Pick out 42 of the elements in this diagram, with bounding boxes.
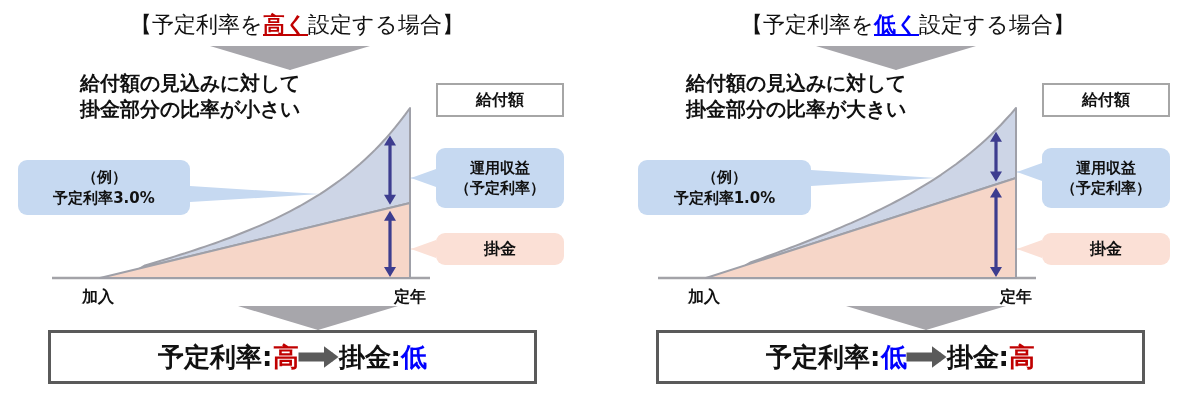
- result-box: [48, 330, 537, 384]
- result-text: 予定利率:高: [158, 342, 299, 372]
- label-box: 給付額: [1042, 83, 1170, 117]
- chevron-arrow: [816, 45, 976, 71]
- chart-description: 給付額の見込みに対して掛金部分の比率が大きい: [686, 70, 907, 122]
- block-arrow: [906, 346, 947, 368]
- area-chart: [50, 70, 432, 306]
- callout-bubble: [638, 160, 811, 215]
- callout-bubble: 掛金: [436, 233, 564, 265]
- section-heading: 【予定利率を高く設定する場合】: [130, 4, 464, 46]
- axis-label: 加入: [688, 287, 720, 306]
- label-box: 給付額: [436, 83, 564, 117]
- result-text: 予定利率:低: [766, 342, 907, 372]
- axis-label: 定年: [1000, 287, 1032, 306]
- callout-tail: [410, 169, 437, 187]
- area-chart: [656, 70, 1038, 306]
- callout-bubble: [1042, 148, 1170, 208]
- chart-description: 給付額の見込みに対して掛金部分の比率が小さい: [80, 70, 301, 122]
- callout-text: （予定利率）: [455, 178, 545, 199]
- callout-tail: [1016, 240, 1043, 258]
- axis-label: 加入: [82, 287, 114, 306]
- chevron-arrow: [846, 305, 1006, 331]
- callout-bubble: 掛金: [1042, 233, 1170, 265]
- callout-text: 運用収益: [470, 157, 530, 178]
- chevron-arrow: [238, 305, 398, 331]
- callout-text: 予定利率1.0%: [673, 187, 776, 208]
- callout-text: 運用収益: [1076, 157, 1136, 178]
- result-text: 掛金:高: [946, 342, 1035, 372]
- callout-bubble: [18, 160, 190, 215]
- callout-text: 予定利率3.0%: [53, 187, 155, 208]
- section-heading: 【予定利率を低く設定する場合】: [741, 4, 1075, 46]
- result-box: [656, 330, 1145, 384]
- callout-text: （予定利率）: [1061, 178, 1151, 199]
- block-arrow: [298, 346, 339, 368]
- callout-bubble: [436, 148, 564, 208]
- chevron-arrow: [210, 45, 370, 71]
- result-text: 掛金:低: [338, 342, 427, 372]
- callout-tail: [1016, 163, 1043, 181]
- callout-heading: （例）: [81, 167, 127, 188]
- callout-heading: （例）: [702, 167, 747, 188]
- axis-label: 定年: [394, 287, 426, 306]
- callout-tail: [410, 240, 437, 258]
